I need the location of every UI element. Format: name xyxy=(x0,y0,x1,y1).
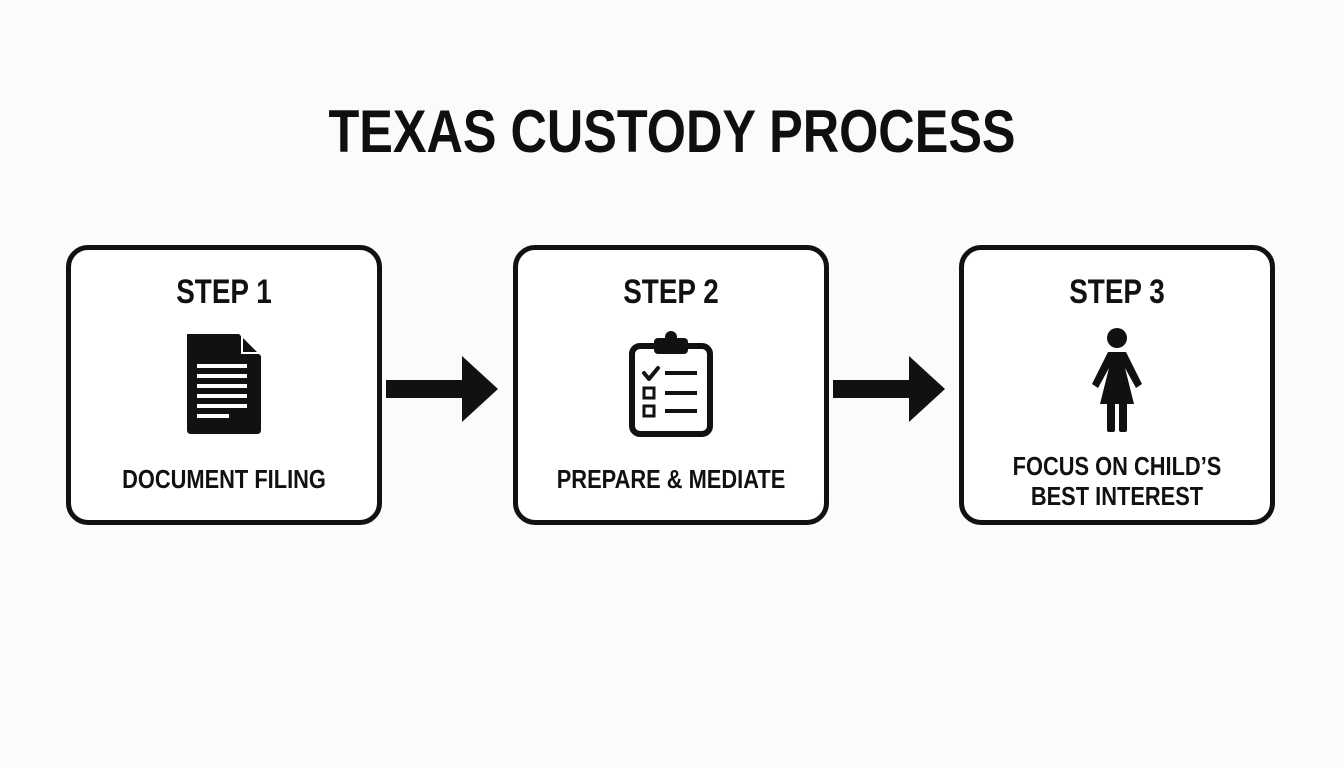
arrow-right-icon xyxy=(386,356,498,422)
diagram-title: TEXAS CUSTODY PROCESS xyxy=(328,98,1016,165)
document-icon xyxy=(187,334,261,434)
child-icon xyxy=(1092,328,1142,432)
step-1-box: STEP 1 DOCUMENT FILING xyxy=(66,245,382,525)
step-3-label: FOCUS ON CHILD’S BEST INTEREST xyxy=(988,451,1245,511)
step-2-label: PREPARE & MEDIATE xyxy=(556,464,786,494)
step-3-title: STEP 3 xyxy=(1069,273,1165,311)
step-3-label-line-2: BEST INTEREST xyxy=(1030,481,1204,511)
step-3-label-line-1: FOCUS ON CHILD’S xyxy=(1012,451,1222,481)
clipboard-checklist-icon xyxy=(629,331,713,437)
arrow-right-icon xyxy=(833,356,945,422)
step-3-box: STEP 3 FOCUS ON CHILD’S BEST INTEREST xyxy=(959,245,1275,525)
step-2-title: STEP 2 xyxy=(623,273,719,311)
step-1-label: DOCUMENT FILING xyxy=(122,464,326,494)
step-1-title: STEP 1 xyxy=(176,273,272,311)
step-2-box: STEP 2 PREPARE & MEDIATE xyxy=(513,245,829,525)
